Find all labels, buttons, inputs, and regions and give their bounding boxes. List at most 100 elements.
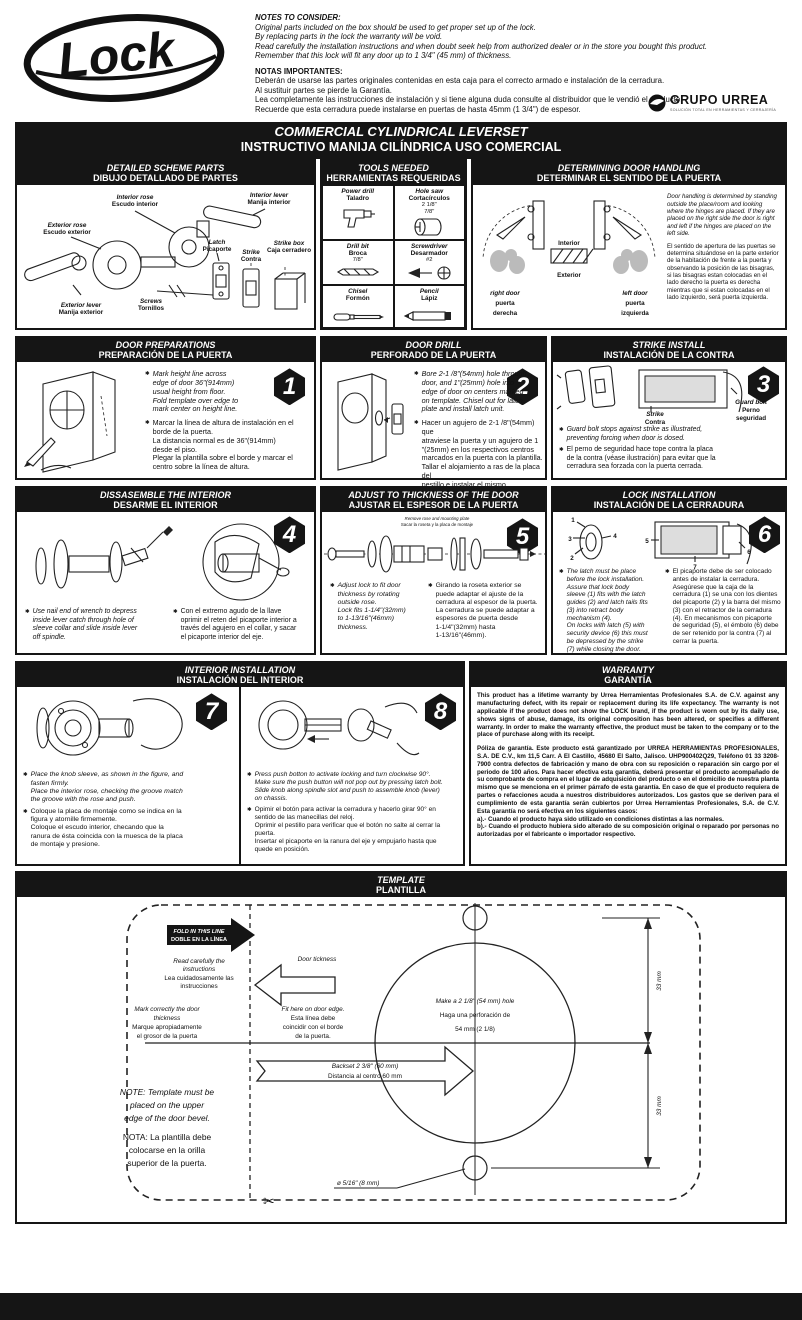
title-en: COMMERCIAL CYLINDRICAL LEVERSET [274, 124, 528, 139]
svg-text:instructions: instructions [183, 966, 216, 973]
backset-label-es: Distancia al centro 60 mm [328, 1073, 402, 1080]
step5-illustration [324, 535, 546, 573]
chisel-icon [333, 313, 384, 321]
label-interior: Interior [558, 240, 580, 247]
step4-en: Use nail end of wrench to depress inside… [32, 608, 138, 641]
svg-text:Tornillos: Tornillos [138, 305, 165, 312]
step5-en: Adjust lock to fit door thickness by rot… [337, 582, 406, 631]
label-screws-en: Screws [140, 298, 163, 305]
fit-on-edge-label: Fit here on door edge. [282, 1006, 345, 1013]
step3-es: El perno de seguridad hace tope contra l… [566, 446, 716, 470]
label-strike-en: Strike [242, 249, 260, 256]
step5-es: Girando la roseta exterior se puede adap… [435, 582, 538, 639]
svg-text:Lea cuidadosamente las: Lea cuidadosamente las [164, 975, 233, 982]
note-en: NOTE: Template must be [120, 1087, 215, 1097]
bottom-fold-bar [0, 1293, 802, 1320]
pencil-icon [404, 310, 452, 321]
step2-es: Hacer un agujero de 2-1 /8"(54mm) que at… [421, 418, 543, 489]
step6-es: El picaporte debe de ser colocado antes … [672, 568, 781, 645]
step1-es: Marcar la línea de altura de instalación… [152, 418, 294, 472]
hole-size-label-en: Make a 2 1/8" (54 mm) hole [436, 998, 515, 1005]
svg-text:Caja cerradero: Caja cerradero [267, 247, 311, 254]
step2-illustration [337, 373, 404, 472]
notes-es-title: NOTAS IMPORTANTES: [255, 66, 343, 76]
step4-es: Con el extremo agudo de la llave oprimir… [180, 608, 297, 641]
svg-text:6: 6 [747, 549, 751, 556]
label-strike: Strike [646, 411, 664, 418]
svg-text:Manija interior: Manija interior [247, 199, 291, 206]
svg-text:Manija exterior: Manija exterior [59, 309, 104, 316]
title-es: INSTRUCTIVO MANIJA CILÍNDRICA USO COMERC… [240, 139, 562, 154]
grupo-urrea-logo: GRUPO URREA SOLUCIÓN TOTAL EN HERRAMIENT… [648, 94, 776, 112]
small-hole-label: ø 5/16" (8 mm) [337, 1180, 379, 1187]
step-badge-7: 7 [195, 693, 228, 731]
step4-illustration [35, 523, 290, 601]
bottom-pilot-hole [462, 1155, 488, 1181]
step8-es: Opimir el botón para activar la cerradur… [254, 806, 441, 854]
svg-text:el grosor de la puerta: el grosor de la puerta [137, 1033, 198, 1040]
lock-brand-logo: Lock [20, 10, 228, 106]
svg-text:4: 4 [613, 533, 617, 540]
scissors-icon: ✂ [263, 1193, 275, 1209]
step2-en: Bore 2-1 /8"(54mm) hole through door, an… [421, 369, 527, 414]
lock-logo-text: Lock [55, 21, 179, 89]
svg-text:instrucciones: instrucciones [180, 983, 217, 990]
svg-text:thickness: thickness [154, 1015, 181, 1022]
step1-illustration [24, 371, 116, 474]
step6-illustration: 1 3 2 4 5 6 7 [568, 517, 752, 570]
svg-text:coincidir con el borde: coincidir con el borde [283, 1024, 344, 1031]
svg-text:2: 2 [570, 555, 574, 562]
label-strike-box-en: Strike box [274, 240, 305, 247]
svg-text:puerta: puerta [625, 300, 645, 307]
step8-en: Press push botton to activate locking an… [254, 771, 443, 803]
drill-bit-icon [336, 268, 379, 276]
svg-text:1: 1 [571, 517, 575, 524]
svg-text:placed on the upper: placed on the upper [129, 1100, 205, 1110]
door-thickness-label: Door tickness [298, 956, 338, 963]
svg-text:de la puerta.: de la puerta. [295, 1033, 331, 1040]
urrea-name: GRUPO URREA [670, 93, 769, 107]
warranty-es: Póliza de garantía. Este producto está g… [477, 745, 779, 839]
urrea-swoosh-icon [648, 94, 666, 112]
door-thickness-arrow [253, 963, 336, 1007]
svg-text:izquierda: izquierda [621, 310, 649, 317]
svg-text:DOBLE EN LA LÍNEA: DOBLE EN LA LÍNEA [171, 935, 227, 943]
top-pilot-hole [462, 905, 488, 931]
step8-illustration [258, 700, 420, 756]
label-latch-en: Latch [209, 239, 226, 246]
svg-text:Escudo exterior: Escudo exterior [43, 229, 91, 236]
svg-text:superior de la puerta.: superior de la puerta. [127, 1158, 206, 1168]
door-handling-diagram: Interior Exterior right door puerta dere… [482, 200, 656, 317]
screwdriver-icon [408, 266, 451, 280]
label-exterior-lever-en: Exterior lever [61, 302, 102, 309]
svg-text:7: 7 [693, 564, 697, 570]
urrea-tagline: SOLUCIÓN TOTAL EN HERRAMIENTAS Y CERRAJE… [670, 107, 777, 112]
fold-arrow [167, 918, 255, 953]
top-notes: NOTES TO CONSIDER: Original parts includ… [255, 13, 795, 114]
step7-illustration [36, 698, 183, 756]
step7-en: Place the knob sleeve, as shown in the f… [30, 771, 184, 804]
svg-text:derecha: derecha [493, 310, 518, 317]
svg-text:Marque apropiadamente: Marque apropiadamente [132, 1024, 202, 1031]
svg-text:edge of the door bevel.: edge of the door bevel. [124, 1113, 210, 1123]
backset-label-en: Backset 2 3/8" (60 mm) [332, 1063, 399, 1070]
svg-text:FOLD IN THIS LINE: FOLD IN THIS LINE [174, 929, 225, 935]
step5-caption: Remove rose and mounting plate Sacar la … [400, 516, 474, 527]
backset-arrow [255, 1045, 474, 1097]
step6-en: The latch must be place before the lock … [566, 568, 648, 653]
mark-thickness-label: Mark correctly the door [134, 1006, 200, 1013]
